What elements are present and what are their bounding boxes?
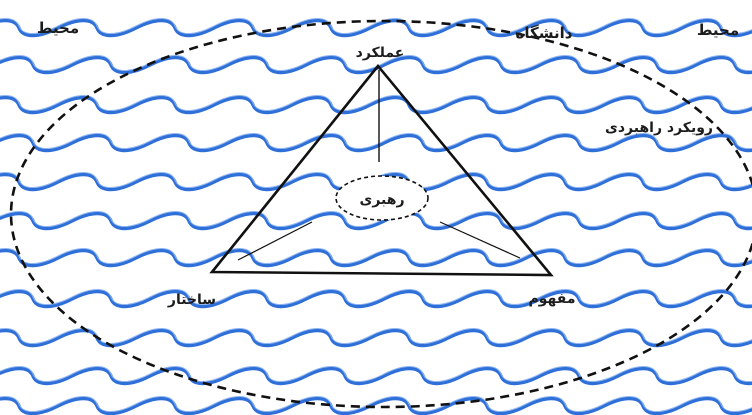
wave-line (0, 136, 752, 151)
leadership-label: رهبری (359, 192, 404, 208)
wave-line (0, 369, 752, 384)
environment-label-right: محیط (697, 21, 739, 39)
performance-label: عملکرد (356, 45, 405, 61)
wave-line (0, 292, 752, 307)
strategic-approach-label: رویکرد راهبردی (605, 120, 713, 136)
environment-label-left: محیط (37, 19, 79, 37)
university-label: دانشگاه (516, 24, 573, 42)
structure-label: ساختار (167, 292, 216, 308)
strategy-triangle (212, 66, 551, 275)
concept-label: مفهوم (528, 291, 575, 307)
